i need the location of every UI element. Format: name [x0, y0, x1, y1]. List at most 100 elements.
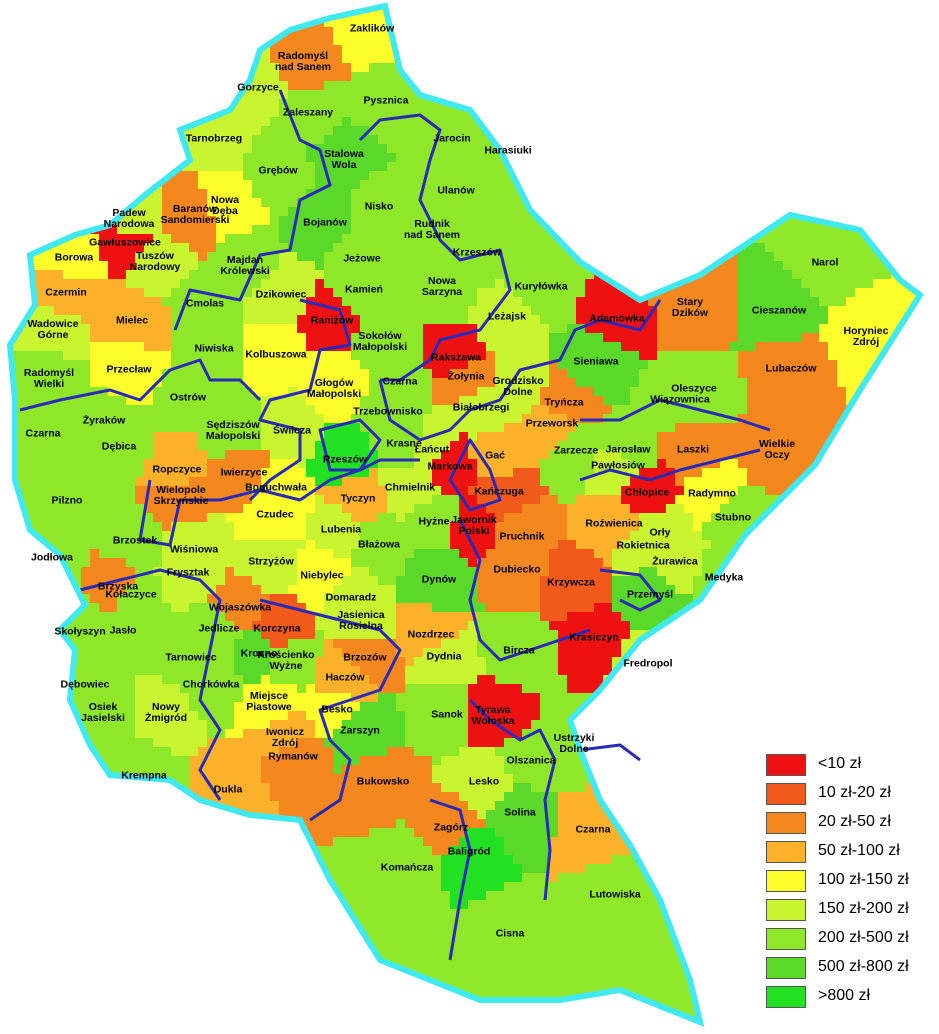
- municipality-label: Cmolas: [186, 297, 224, 310]
- municipality-label: Brzostek: [112, 534, 158, 547]
- municipality-label: Kołaczyce: [105, 588, 157, 601]
- municipality-label: Przeworsk: [525, 417, 579, 430]
- municipality-label: Ostrów: [169, 391, 207, 404]
- municipality-label: Lutowiska: [589, 888, 641, 901]
- municipality-label: Lubaczów: [765, 362, 817, 375]
- district-borders: [19, 89, 771, 961]
- municipality-label: Pysznica: [363, 94, 409, 107]
- municipality-label: Cisna: [495, 927, 525, 940]
- municipality-label: Dydnia: [426, 650, 462, 663]
- municipality-label: Ulanów: [437, 184, 475, 197]
- municipality-label: Markowa: [427, 460, 473, 473]
- municipality-label: Czermin: [45, 286, 87, 299]
- municipality-label: Zagórz: [433, 821, 469, 834]
- municipality-label: Stubno: [714, 511, 752, 524]
- municipality-label: Bukowsko: [356, 775, 410, 788]
- municipality-label: Orły: [649, 526, 671, 539]
- municipality-label: Ropczyce: [152, 463, 202, 476]
- municipality-label: Żurawica: [652, 555, 698, 568]
- municipality-label: Kamień: [345, 283, 383, 296]
- municipality-label: Bojanów: [303, 216, 347, 229]
- municipality-label: Pruchnik: [499, 530, 545, 543]
- municipality-label: Leżajsk: [488, 310, 526, 323]
- municipality-label: Tarnowiec: [165, 651, 217, 664]
- municipality-label: Haczów: [325, 671, 365, 684]
- municipality-label: Nisko: [364, 200, 394, 213]
- municipality-label: Raniżów: [310, 314, 354, 327]
- municipality-label: Domaradz: [325, 591, 377, 604]
- municipality-label: Borowa: [54, 251, 94, 264]
- municipality-label: Bircza: [503, 644, 535, 657]
- municipality-label: Zarszyn: [340, 724, 380, 737]
- legend-swatch: [766, 957, 806, 979]
- municipality-label: Czarna: [575, 823, 611, 836]
- legend-label: <10 zł: [818, 755, 862, 772]
- municipality-label: Grębów: [258, 164, 298, 177]
- municipality-label: Lubenia: [320, 523, 362, 536]
- legend-swatch: [766, 841, 806, 863]
- municipality-label: Komańcza: [380, 861, 434, 874]
- municipality-label: Kuryłówka: [514, 280, 568, 293]
- legend-item: <10 zł: [766, 752, 938, 778]
- municipality-label: Sieniawa: [573, 355, 619, 368]
- municipality-label: Pilzno: [51, 494, 83, 507]
- municipality-label: Cieszanów: [751, 304, 807, 317]
- legend-label: 200 zł-500 zł: [818, 929, 909, 946]
- municipality-label: Nozdrzec: [407, 628, 455, 641]
- municipality-label: Niwiska: [194, 342, 234, 355]
- legend-swatch: [766, 899, 806, 921]
- municipality-label: Medyka: [704, 571, 744, 584]
- municipality-label: Dynów: [421, 573, 457, 586]
- municipality-label: Jarocin: [433, 132, 471, 145]
- municipality-label: Czudec: [256, 508, 294, 521]
- municipality-label: Rzeszów: [322, 453, 368, 466]
- municipality-label: Korczyna: [253, 622, 301, 635]
- municipality-label: Rakszawa: [430, 351, 482, 364]
- municipality-label: Białobrzegi: [452, 401, 510, 414]
- municipality-label: Gorzyce: [237, 81, 279, 94]
- legend-item: 100 zł-150 zł: [766, 868, 938, 894]
- legend-item: 500 zł-800 zł: [766, 955, 938, 981]
- municipality-label: Iwierzyce: [220, 466, 268, 479]
- legend-swatch: [766, 783, 806, 805]
- municipality-label: Wiśniowa: [169, 543, 219, 556]
- municipality-label: Hyżne: [418, 515, 450, 528]
- municipality-label: Jasło: [109, 624, 137, 637]
- municipality-label: Baligród: [447, 845, 491, 858]
- municipality-label: Mielec: [115, 314, 149, 327]
- municipality-label: Fredropol: [623, 657, 673, 670]
- municipality-label: Besko: [321, 703, 353, 716]
- municipality-label: Radymno: [688, 487, 736, 500]
- legend-label: 10 zł-20 zł: [818, 784, 891, 801]
- legend-swatch: [766, 928, 806, 950]
- municipality-label: Krosno: [240, 647, 278, 660]
- municipality-label: Tryńcza: [544, 396, 584, 409]
- municipality-label: Jedlicze: [198, 622, 240, 635]
- legend-item: 10 zł-20 zł: [766, 781, 938, 807]
- municipality-label: Żyraków: [82, 414, 126, 427]
- municipality-label: Dubiecko: [493, 563, 541, 576]
- municipality-label: Niebylec: [300, 569, 344, 582]
- municipality-label: Kolbuszowa: [245, 348, 307, 361]
- municipality-label: Żołynia: [447, 370, 485, 383]
- municipality-label: Czarna: [25, 427, 61, 440]
- municipality-label: Wiązownica: [650, 393, 710, 406]
- municipality-label: Chmielnik: [384, 481, 436, 494]
